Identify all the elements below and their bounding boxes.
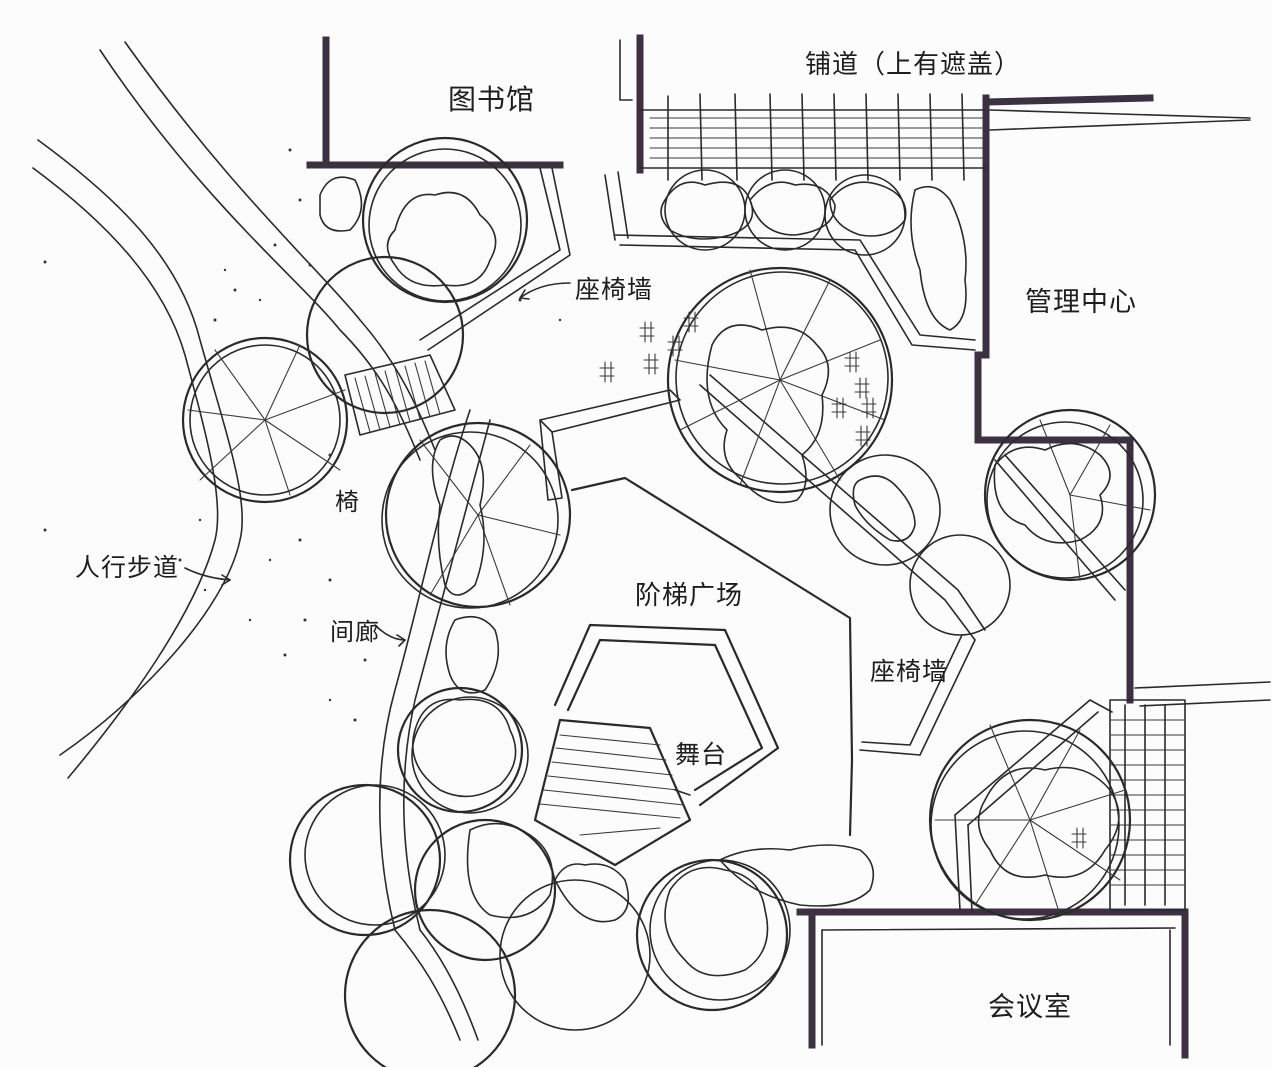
ground-stipple xyxy=(43,148,562,722)
label-leaders xyxy=(184,282,691,796)
label-library: 图书馆 xyxy=(448,83,536,116)
right-paving xyxy=(1109,699,1186,911)
label-seat-wall-right: 座椅墙 xyxy=(870,657,949,686)
label-stair-plaza: 阶梯广场 xyxy=(635,581,744,611)
covered-paving xyxy=(639,93,986,181)
label-covered-paving: 铺道（上有遮盖） xyxy=(805,50,1022,80)
label-corridor: 间廊 xyxy=(330,618,380,646)
label-footpath: 人行步道 xyxy=(75,553,180,582)
label-bench: 椅 xyxy=(335,488,360,516)
label-meeting-room: 会议室 xyxy=(988,992,1072,1023)
corridor xyxy=(378,409,491,1041)
trees xyxy=(181,136,1157,1067)
stair-bridge xyxy=(344,354,456,436)
label-stage: 舞台 xyxy=(675,740,728,769)
plaza-furniture-marks xyxy=(599,311,1087,849)
label-management-center: 管理中心 xyxy=(1025,287,1137,318)
seat-walls xyxy=(419,167,1126,913)
stage xyxy=(533,623,780,867)
label-seat-wall-top: 座椅墙 xyxy=(575,275,654,304)
